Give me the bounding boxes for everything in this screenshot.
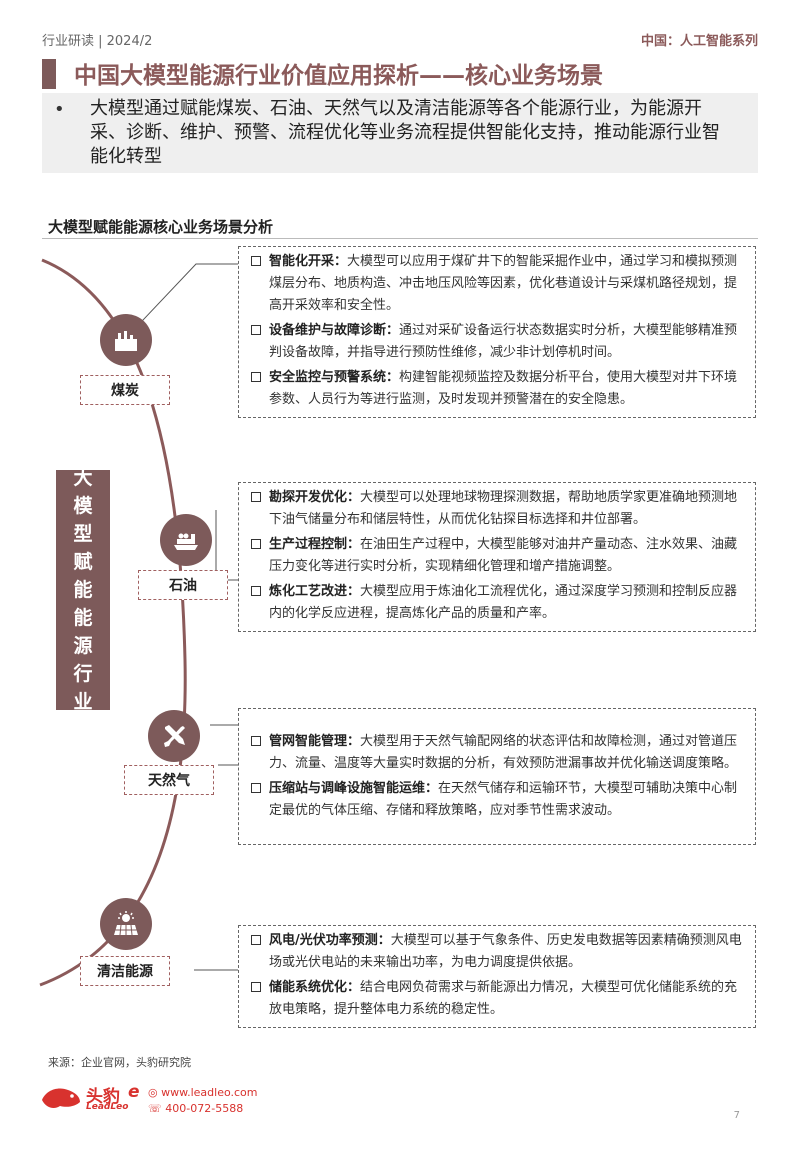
tools-icon (148, 710, 200, 762)
vertical-char: 赋 (73, 551, 93, 573)
vertical-label-box: 大 模 型 赋 能 能 源 行 业 (56, 467, 110, 713)
list-item: 生产过程控制：在油田生产过程中，大模型能够对油井产量动态、注水效果、油藏压力变化… (251, 534, 743, 578)
list-item: 勘探开发优化：大模型可以处理地球物理探测数据，帮助地质学家更准确地预测地下油气储… (251, 487, 743, 531)
vertical-char: 大 (73, 467, 93, 489)
oil-tanker-icon (160, 514, 212, 566)
category-label-gas: 天然气 (124, 765, 214, 795)
vertical-char: 模 (73, 495, 93, 517)
vertical-char: 业 (73, 691, 93, 713)
website-link[interactable]: ◎ www.leadleo.com (148, 1086, 258, 1099)
logo-e-icon: e (128, 1082, 140, 1102)
page-number: 7 (733, 1110, 740, 1121)
content-box-clean-energy: 风电/光伏功率预测：大模型可以基于气象条件、历史发电数据等因素精确预测风电场或光… (238, 925, 756, 1028)
vertical-char: 源 (73, 635, 93, 657)
list-item: 炼化工艺改进：大模型应用于炼油化工流程优化，通过深度学习预测和控制反应器内的化学… (251, 581, 743, 625)
vertical-char: 能 (73, 579, 93, 601)
category-label-coal: 煤炭 (80, 375, 170, 405)
content-box-coal: 智能化开采：大模型可以应用于煤矿井下的智能采掘作业中，通过学习和模拟预测煤层分布… (238, 246, 756, 418)
header-series: 中国：人工智能系列 (640, 34, 758, 49)
title-accent-bar (42, 59, 56, 89)
vertical-char: 型 (73, 523, 93, 545)
summary-bullet: • (54, 99, 65, 120)
list-item: 智能化开采：大模型可以应用于煤矿井下的智能采掘作业中，通过学习和模拟预测煤层分布… (251, 251, 743, 317)
list-item: 管网智能管理：大模型用于天然气输配网络的状态评估和故障检测，通过对管道压力、流量… (251, 731, 743, 775)
content-box-oil: 勘探开发优化：大模型可以处理地球物理探测数据，帮助地质学家更准确地预测地下油气储… (238, 482, 756, 632)
content-box-gas: 管网智能管理：大模型用于天然气输配网络的状态评估和故障检测，通过对管道压力、流量… (238, 708, 756, 845)
leopard-logo-icon (42, 1088, 80, 1108)
phone-number: ☏ 400-072-5588 (148, 1102, 244, 1115)
section-divider (42, 238, 758, 239)
list-item: 储能系统优化：结合电网负荷需求与新能源出力情况，大模型可优化储能系统的充放电策略… (251, 977, 743, 1021)
logo-text-en: LeadLeo (86, 1102, 129, 1112)
header-report-type: 行业研读 | 2024/2 (42, 34, 153, 49)
list-item: 设备维护与故障诊断：通过对采矿设备运行状态数据实时分析，大模型能够精准预判设备故… (251, 320, 743, 364)
logo-text-cn: 头豹 (86, 1087, 120, 1107)
list-item: 压缩站与调峰设施智能运维：在天然气储存和运输环节，大模型可辅助决策中心制定最优的… (251, 778, 743, 822)
solar-panel-icon (100, 898, 152, 950)
summary-box: • 大模型通过赋能煤炭、石油、天然气以及清洁能源等各个能源行业，为能源开采、诊断… (42, 93, 758, 173)
category-label-oil: 石油 (138, 570, 228, 600)
list-item: 风电/光伏功率预测：大模型可以基于气象条件、历史发电数据等因素精确预测风电场或光… (251, 930, 743, 974)
list-item: 安全监控与预警系统：构建智能视频监控及数据分析平台，使用大模型对井下环境参数、人… (251, 367, 743, 411)
vertical-char: 行 (73, 663, 93, 685)
category-label-clean-energy: 清洁能源 (80, 956, 170, 986)
source-note: 来源：企业官网，头豹研究院 (48, 1056, 191, 1069)
page-title: 中国大模型能源行业价值应用探析——核心业务场景 (74, 63, 603, 89)
factory-icon (100, 314, 152, 366)
section-subtitle: 大模型赋能能源核心业务场景分析 (48, 218, 274, 236)
vertical-char: 能 (73, 607, 93, 629)
summary-text: 大模型通过赋能煤炭、石油、天然气以及清洁能源等各个能源行业，为能源开采、诊断、维… (90, 98, 720, 167)
